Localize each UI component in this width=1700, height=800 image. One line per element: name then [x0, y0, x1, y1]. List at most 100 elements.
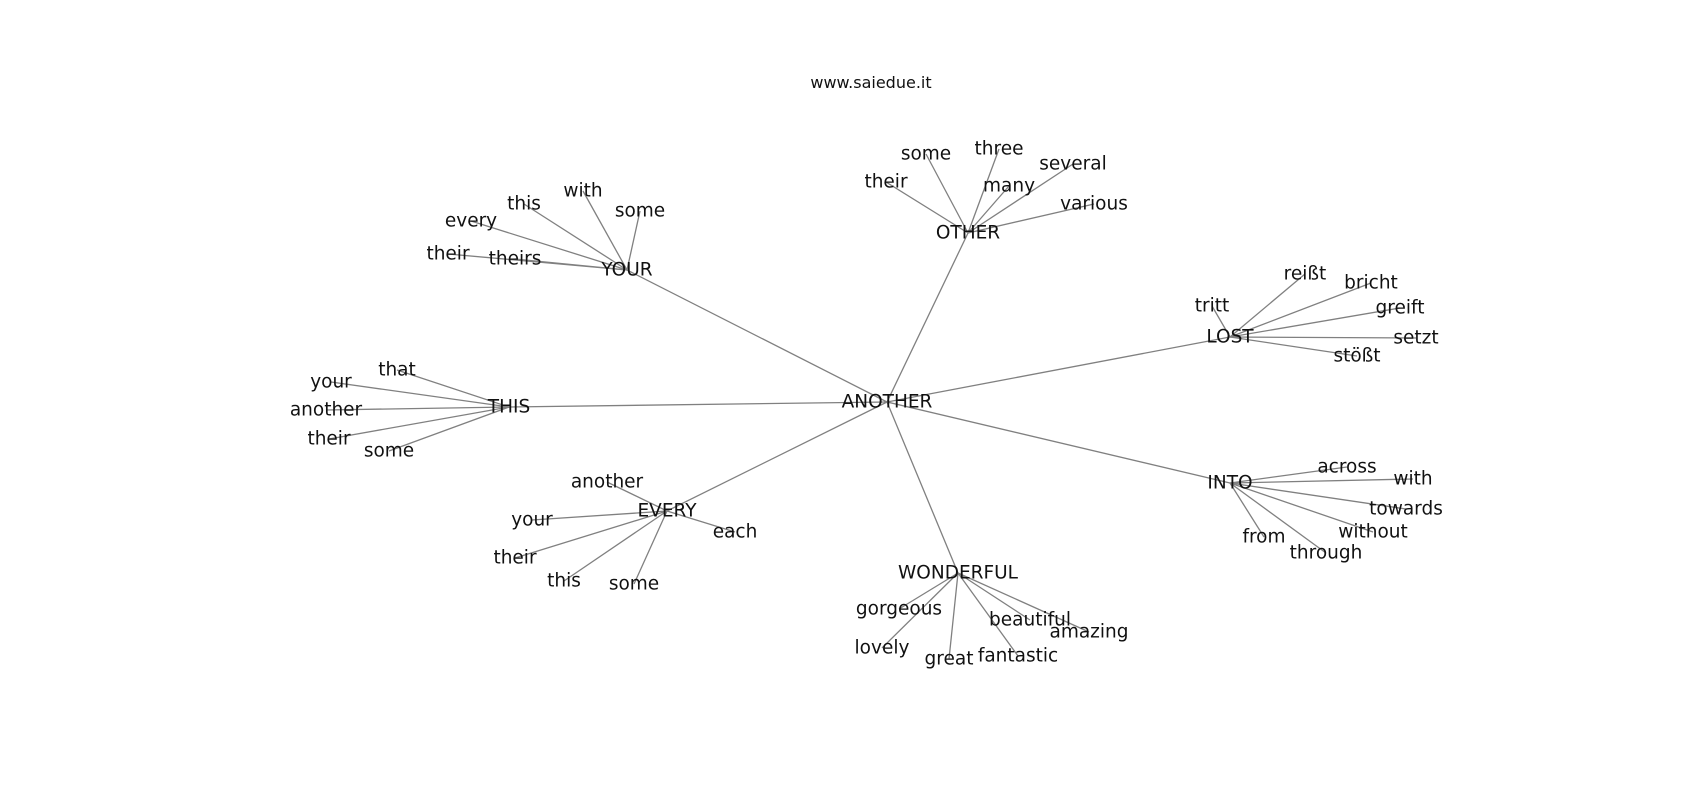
leaf-node: many: [983, 176, 1035, 197]
leaf-node: through: [1290, 543, 1363, 564]
edge-lost-leaf: [1229, 336, 1358, 357]
edge-other-leaf: [925, 153, 969, 234]
leaf-node: theirs: [489, 249, 542, 270]
edge-root-wonderful: [886, 401, 959, 574]
hub-node-wonderful: WONDERFUL: [898, 563, 1019, 584]
leaf-node: their: [426, 244, 470, 265]
leaf-node: another: [290, 400, 363, 421]
edge-into-leaf: [1229, 478, 1414, 484]
edge-this-leaf: [328, 406, 510, 440]
edge-other-leaf: [885, 181, 969, 234]
edge-into-leaf: [1229, 466, 1348, 484]
edge-other-leaf: [967, 203, 1095, 234]
edge-other-leaf: [967, 185, 1010, 234]
edge-root-other: [886, 232, 969, 403]
hub-node-other: OTHER: [936, 223, 1000, 244]
hub-node-every: EVERY: [637, 501, 697, 522]
hub-node-into: INTO: [1207, 473, 1252, 494]
leaf-node: some: [609, 574, 659, 595]
leaf-node: their: [864, 172, 908, 193]
edge-this-leaf: [396, 369, 510, 408]
leaf-node: reißt: [1284, 264, 1327, 285]
leaf-node: some: [901, 144, 951, 165]
edge-every-leaf: [563, 510, 668, 582]
leaf-node: several: [1039, 154, 1106, 175]
leaf-node: great: [925, 649, 974, 670]
edge-wonderful-leaf: [957, 572, 1031, 621]
edge-your-leaf: [582, 190, 628, 271]
leaf-node: various: [1060, 194, 1128, 215]
edge-root-into: [886, 401, 1231, 484]
edge-into-leaf: [1229, 482, 1265, 538]
edge-into-leaf: [1229, 482, 1407, 510]
leaf-node: this: [547, 571, 581, 592]
leaf-node: lovely: [855, 638, 910, 659]
edge-lost-leaf: [1229, 307, 1401, 338]
edge-this-leaf: [388, 406, 510, 452]
leaf-node: their: [307, 429, 351, 450]
leaf-node: with: [1393, 469, 1432, 490]
edge-your-leaf: [626, 210, 641, 271]
leaf-node: setzt: [1393, 328, 1438, 349]
leaf-node: across: [1317, 457, 1376, 478]
edge-this-leaf: [330, 381, 510, 408]
edge-your-leaf: [514, 258, 628, 271]
hub-node-your: YOUR: [600, 260, 652, 281]
leaf-node: each: [713, 522, 758, 543]
root-node: ANOTHER: [842, 392, 933, 413]
edge-your-leaf: [523, 203, 628, 271]
leaf-node: every: [445, 211, 497, 232]
leaf-node: another: [571, 472, 644, 493]
edge-other-leaf: [967, 163, 1074, 234]
edge-your-leaf: [470, 220, 628, 271]
edge-every-leaf: [633, 510, 668, 585]
edge-every-leaf: [531, 510, 668, 521]
edge-every-leaf: [606, 481, 668, 512]
leaf-node: their: [493, 548, 537, 569]
hub-node-this: THIS: [487, 397, 530, 418]
leaf-node: amazing: [1049, 622, 1128, 643]
leaf-node: towards: [1369, 499, 1443, 520]
leaf-node: that: [378, 360, 416, 381]
leaf-node: gorgeous: [856, 599, 942, 620]
leaf-node: your: [511, 510, 553, 531]
leaf-node: bricht: [1344, 273, 1398, 294]
leaf-node: fantastic: [978, 646, 1058, 667]
leaf-node: some: [615, 201, 665, 222]
leaf-node: some: [364, 441, 414, 462]
leaf-node: this: [507, 194, 541, 215]
edge-wonderful-leaf: [948, 572, 959, 660]
leaf-node: your: [310, 372, 352, 393]
edge-wonderful-leaf: [957, 572, 1019, 657]
edge-root-your: [626, 269, 888, 403]
leaf-node: tritt: [1195, 296, 1230, 317]
edge-every-leaf: [514, 510, 668, 559]
edge-lost-leaf: [1211, 305, 1231, 338]
edge-lost-leaf: [1229, 273, 1306, 338]
leaf-node: stößt: [1333, 346, 1380, 367]
hub-node-lost: LOST: [1206, 327, 1254, 348]
edge-root-this: [508, 401, 888, 408]
edge-other-leaf: [967, 148, 1000, 234]
edge-lost-leaf: [1229, 282, 1372, 338]
edge-every-leaf: [666, 510, 736, 533]
leaf-node: beautiful: [989, 610, 1071, 631]
edge-wonderful-leaf: [898, 572, 959, 610]
edge-into-leaf: [1229, 482, 1374, 533]
leaf-node: greift: [1376, 298, 1425, 319]
edge-lost-leaf: [1229, 336, 1417, 339]
leaf-node: from: [1242, 527, 1285, 548]
edge-wonderful-leaf: [881, 572, 959, 649]
site-watermark: www.saiedue.it: [810, 73, 931, 92]
leaf-node: without: [1338, 522, 1408, 543]
leaf-node: three: [975, 139, 1024, 160]
edge-into-leaf: [1229, 482, 1327, 554]
edge-root-lost: [886, 336, 1231, 403]
edge-this-leaf: [325, 406, 510, 411]
edge-layer: [325, 148, 1417, 660]
edge-root-every: [666, 401, 888, 512]
leaf-node: with: [563, 181, 602, 202]
edge-wonderful-leaf: [957, 572, 1090, 633]
